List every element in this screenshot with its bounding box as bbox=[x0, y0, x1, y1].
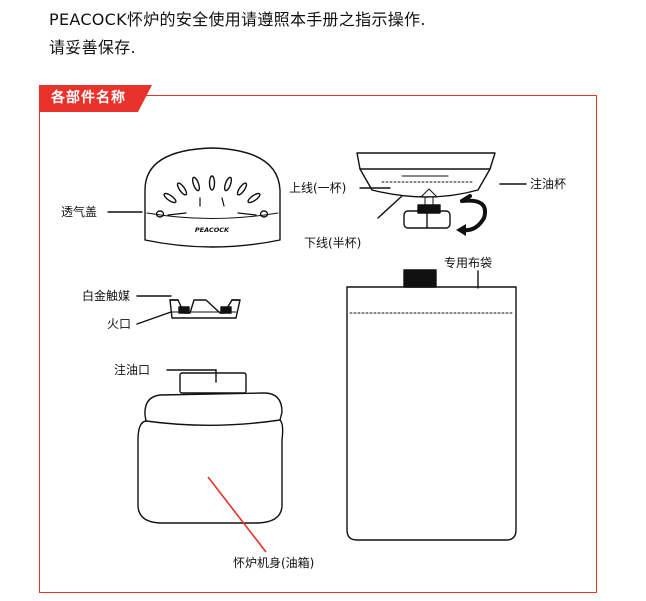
label-body-tank: 怀炉机身(油箱) bbox=[233, 556, 315, 570]
fuel-cup-drawing bbox=[356, 152, 496, 236]
label-pouch: 专用布袋 bbox=[444, 256, 493, 270]
label-fire-port: 火口 bbox=[107, 317, 132, 331]
label-fuel-cup: 注油杯 bbox=[530, 177, 567, 191]
label-vent-cap: 透气盖 bbox=[61, 205, 98, 219]
brand-logo: PEACOCK bbox=[195, 226, 230, 234]
pouch-drawing bbox=[346, 269, 517, 541]
label-upper-line: 上线(一杯) bbox=[289, 181, 347, 195]
catalyst-drawing bbox=[169, 299, 241, 319]
label-fuel-inlet: 注油口 bbox=[114, 363, 151, 377]
intro-text: PEACOCK怀炉的安全使用请遵照本手册之指示操作. 请妥善保存. bbox=[49, 6, 426, 62]
label-lower-line: 下线(半杯) bbox=[304, 236, 362, 250]
intro-line-1: PEACOCK怀炉的安全使用请遵照本手册之指示操作. bbox=[49, 10, 426, 29]
vent-cap-drawing bbox=[144, 147, 281, 248]
body-tank-drawing bbox=[137, 372, 284, 524]
parts-frame bbox=[39, 95, 597, 593]
label-platinum-catalyst: 白金触媒 bbox=[82, 289, 131, 303]
intro-line-2: 请妥善保存. bbox=[49, 38, 136, 57]
section-title: 各部件名称 bbox=[39, 85, 152, 112]
